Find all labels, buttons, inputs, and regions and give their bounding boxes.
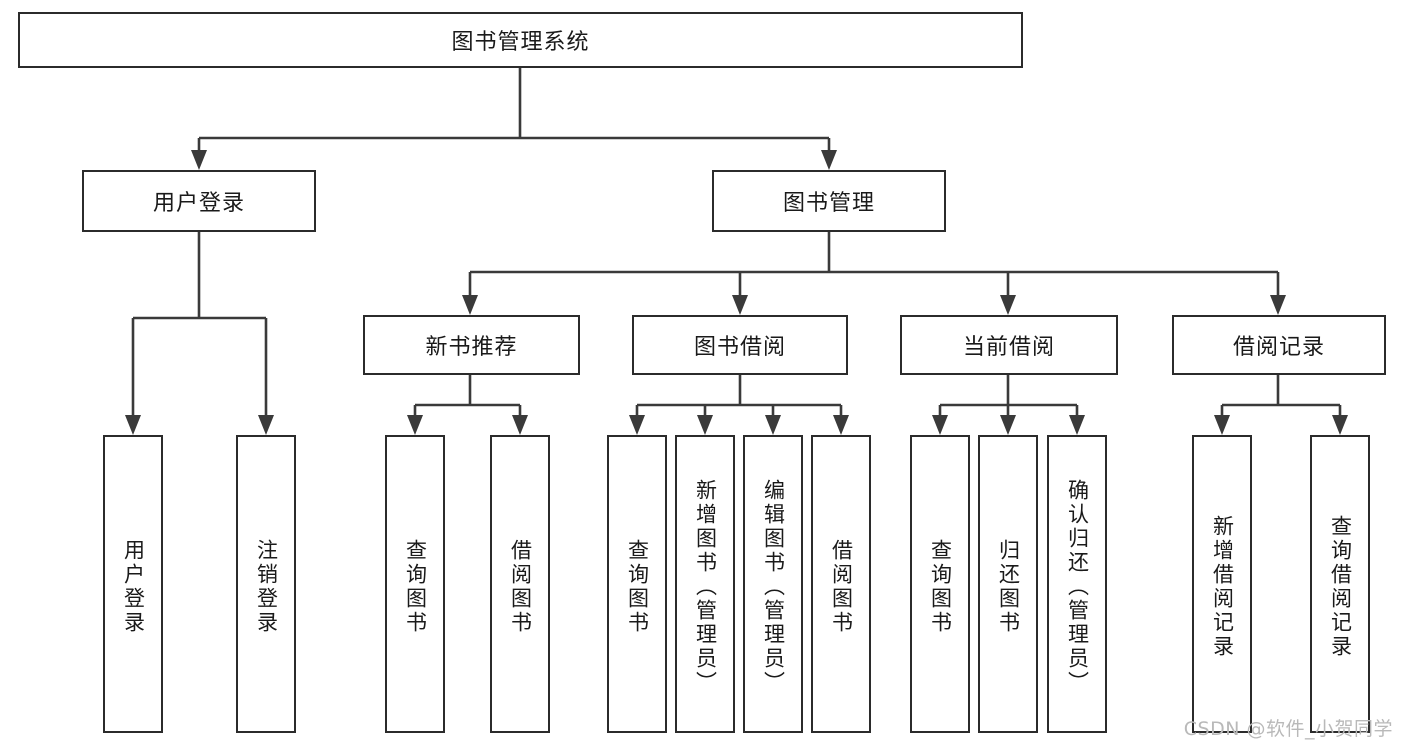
- arrow-bookmgmt-c1: [462, 295, 478, 315]
- arrow-current-c3: [1069, 415, 1085, 435]
- arrow-record-c1: [1214, 415, 1230, 435]
- node-user-login[interactable]: 用户登录: [82, 170, 316, 232]
- node-label: 查询借阅记录: [1328, 515, 1353, 659]
- node-label: 借阅图书: [508, 539, 533, 635]
- leaf-user-logout[interactable]: 注销登录: [236, 435, 296, 733]
- arrow-newbook-c1: [407, 415, 423, 435]
- arrow-bookmgmt-c4: [1270, 295, 1286, 315]
- arrow-root-to-bookmgmt: [821, 150, 837, 170]
- arrow-borrow-c2: [697, 415, 713, 435]
- arrow-record-c2: [1332, 415, 1348, 435]
- node-borrow-record[interactable]: 借阅记录: [1172, 315, 1386, 375]
- leaf-record-query-record[interactable]: 查询借阅记录: [1310, 435, 1370, 733]
- node-label: 当前借阅: [962, 335, 1055, 360]
- leaf-current-confirm-return-admin[interactable]: 确认归还（管理员）: [1047, 435, 1107, 733]
- node-label: 查询图书: [403, 539, 428, 635]
- leaf-borrow-add-book-admin[interactable]: 新增图书（管理员）: [675, 435, 735, 733]
- leaf-record-add-record[interactable]: 新增借阅记录: [1192, 435, 1252, 733]
- node-label: 用户登录: [152, 191, 245, 216]
- node-label: 图书管理系统: [451, 30, 590, 55]
- arrow-borrow-c3: [765, 415, 781, 435]
- node-label: 借阅记录: [1232, 335, 1325, 360]
- node-label: 查询图书: [625, 539, 650, 635]
- arrow-newbook-c2: [512, 415, 528, 435]
- arrow-current-c2: [1000, 415, 1016, 435]
- arrow-bookmgmt-c2: [732, 295, 748, 315]
- leaf-current-query-book[interactable]: 查询图书: [910, 435, 970, 733]
- leaf-newbook-borrow-book[interactable]: 借阅图书: [490, 435, 550, 733]
- arrow-userlogin-right: [258, 415, 274, 435]
- node-root-library-system[interactable]: 图书管理系统: [18, 12, 1023, 68]
- arrow-userlogin-left: [125, 415, 141, 435]
- node-label: 查询图书: [928, 539, 953, 635]
- node-label: 注销登录: [254, 539, 279, 635]
- node-current-borrow[interactable]: 当前借阅: [900, 315, 1118, 375]
- leaf-current-return-book[interactable]: 归还图书: [978, 435, 1038, 733]
- leaf-borrow-borrow-book[interactable]: 借阅图书: [811, 435, 871, 733]
- node-label: 新书推荐: [425, 335, 518, 360]
- leaf-newbook-query-book[interactable]: 查询图书: [385, 435, 445, 733]
- node-label: 确认归还（管理员）: [1065, 479, 1090, 695]
- leaf-user-login[interactable]: 用户登录: [103, 435, 163, 733]
- node-book-borrow[interactable]: 图书借阅: [632, 315, 848, 375]
- node-label: 图书管理: [782, 191, 875, 216]
- node-label: 编辑图书（管理员）: [761, 479, 786, 695]
- node-book-management[interactable]: 图书管理: [712, 170, 946, 232]
- arrow-borrow-c1: [629, 415, 645, 435]
- node-label: 借阅图书: [829, 539, 854, 635]
- leaf-borrow-edit-book-admin[interactable]: 编辑图书（管理员）: [743, 435, 803, 733]
- node-label: 图书借阅: [693, 335, 786, 360]
- node-label: 用户登录: [121, 539, 146, 635]
- arrow-borrow-c4: [833, 415, 849, 435]
- leaf-borrow-query-book[interactable]: 查询图书: [607, 435, 667, 733]
- arrow-current-c1: [932, 415, 948, 435]
- node-label: 新增借阅记录: [1210, 515, 1235, 659]
- arrow-bookmgmt-c3: [1000, 295, 1016, 315]
- node-label: 新增图书（管理员）: [693, 479, 718, 695]
- node-label: 归还图书: [996, 539, 1021, 635]
- arrow-root-to-userlogin: [191, 150, 207, 170]
- node-new-book-recommend[interactable]: 新书推荐: [363, 315, 580, 375]
